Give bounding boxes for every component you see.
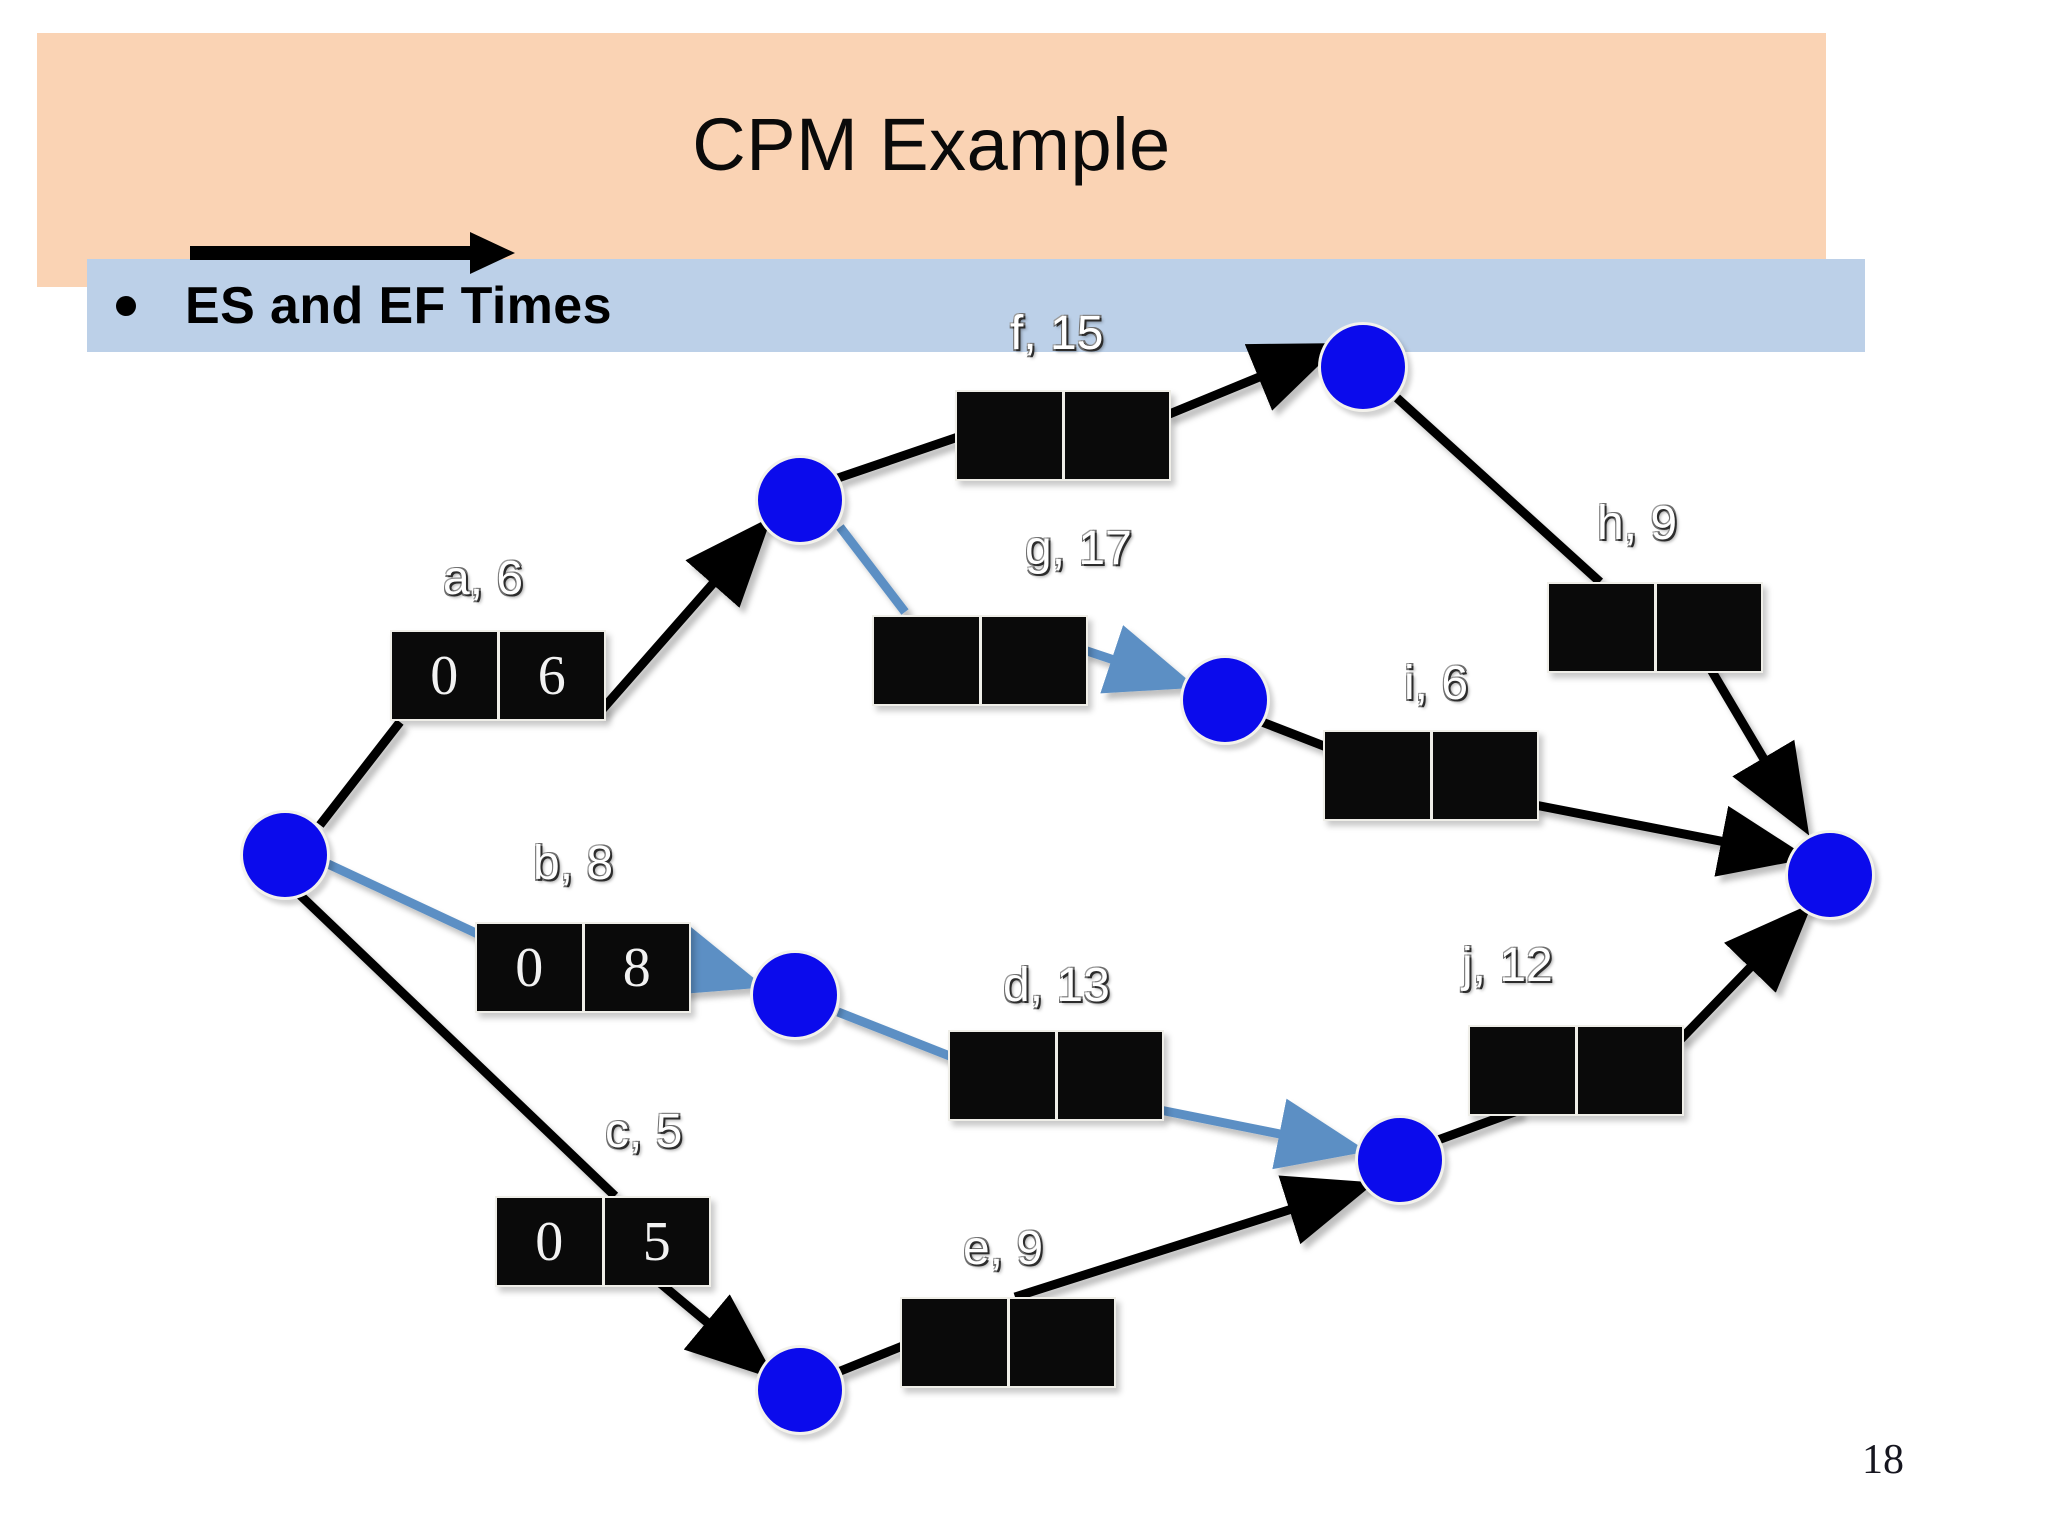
edge-h-seg2 bbox=[1706, 665, 1810, 836]
ef-box-e[interactable] bbox=[900, 1297, 1116, 1388]
edge-label-g: g, 17 bbox=[1025, 522, 1132, 575]
edge-f-seg2 bbox=[1165, 343, 1342, 420]
es-value bbox=[874, 617, 982, 704]
subtitle-banner bbox=[87, 259, 1865, 352]
es-value: 0 bbox=[392, 632, 500, 719]
ef-box-j[interactable] bbox=[1468, 1025, 1684, 1116]
edge-h-seg1 bbox=[1393, 394, 1604, 586]
ef-box-d[interactable] bbox=[948, 1030, 1164, 1121]
node-after-d[interactable] bbox=[1355, 1115, 1445, 1205]
node-after-f[interactable] bbox=[1318, 322, 1408, 412]
edge-c-seg2 bbox=[657, 1279, 776, 1380]
ef-value bbox=[1010, 1299, 1115, 1386]
edge-label-i: i, 6 bbox=[1404, 657, 1469, 710]
es-value bbox=[957, 392, 1065, 479]
header-arrow-icon bbox=[190, 232, 515, 274]
bullet-dot-icon bbox=[116, 296, 136, 316]
ef-box-b[interactable]: 0 8 bbox=[475, 922, 691, 1013]
node-start[interactable] bbox=[240, 810, 330, 900]
node-finish[interactable] bbox=[1785, 830, 1875, 920]
node-after-a[interactable] bbox=[755, 455, 845, 545]
es-value: 0 bbox=[497, 1198, 605, 1285]
ef-value bbox=[982, 617, 1087, 704]
ef-value: 5 bbox=[642, 1210, 671, 1273]
node-after-b[interactable] bbox=[750, 950, 840, 1040]
edge-label-c: c, 5 bbox=[605, 1105, 683, 1158]
edge-d-seg1 bbox=[836, 1007, 962, 1065]
title-banner bbox=[37, 33, 1826, 287]
page-number: 18 bbox=[1862, 1437, 1904, 1483]
ef-value bbox=[1657, 584, 1762, 671]
edge-b-seg1 bbox=[326, 859, 482, 940]
ef-box-i[interactable] bbox=[1323, 730, 1539, 821]
node-after-g[interactable] bbox=[1180, 655, 1270, 745]
ef-value bbox=[1058, 1032, 1163, 1119]
edge-c-seg1 bbox=[296, 891, 619, 1200]
edge-i-seg2 bbox=[1534, 800, 1810, 877]
ef-box-c[interactable]: 0 5 bbox=[495, 1196, 711, 1287]
edge-label-d: d, 13 bbox=[1003, 959, 1110, 1012]
ef-box-f[interactable] bbox=[955, 390, 1171, 481]
edge-e-seg2 bbox=[1013, 1175, 1376, 1302]
subtitle-text: ES and EF Times bbox=[185, 277, 612, 335]
ef-value: 6 bbox=[537, 644, 566, 707]
ef-value bbox=[1433, 732, 1538, 819]
edge-label-f: f, 15 bbox=[1010, 307, 1104, 360]
ef-box-h[interactable] bbox=[1547, 582, 1763, 673]
edge-label-e: e, 9 bbox=[963, 1222, 1044, 1275]
node-after-c[interactable] bbox=[755, 1345, 845, 1435]
es-value bbox=[1470, 1027, 1578, 1114]
ef-box-a[interactable]: 0 6 bbox=[390, 630, 606, 721]
edge-d-seg2 bbox=[1159, 1098, 1368, 1170]
ef-value: 8 bbox=[622, 936, 651, 999]
es-value: 0 bbox=[477, 924, 585, 1011]
es-value bbox=[1549, 584, 1657, 671]
page-title: CPM Example bbox=[692, 103, 1171, 186]
edge-a-seg1 bbox=[316, 719, 404, 828]
ef-value bbox=[1065, 392, 1170, 479]
es-value bbox=[902, 1299, 1010, 1386]
edge-label-b: b, 8 bbox=[533, 837, 614, 890]
edge-e-seg1 bbox=[836, 1340, 907, 1377]
edge-a-seg2 bbox=[596, 516, 772, 715]
edge-g-seg1 bbox=[836, 524, 909, 615]
edge-label-a: a, 6 bbox=[443, 552, 524, 605]
edge-j-seg2 bbox=[1676, 903, 1813, 1044]
edge-g-seg2 bbox=[1082, 625, 1198, 694]
es-value bbox=[1325, 732, 1433, 819]
ef-box-g[interactable] bbox=[872, 615, 1088, 706]
edge-b-seg2 bbox=[668, 926, 766, 995]
edge-label-h: h, 9 bbox=[1597, 497, 1678, 550]
edge-label-j: j, 12 bbox=[1462, 939, 1553, 992]
ef-value bbox=[1578, 1027, 1683, 1114]
edge-f-seg1 bbox=[836, 432, 960, 483]
es-value bbox=[950, 1032, 1058, 1119]
